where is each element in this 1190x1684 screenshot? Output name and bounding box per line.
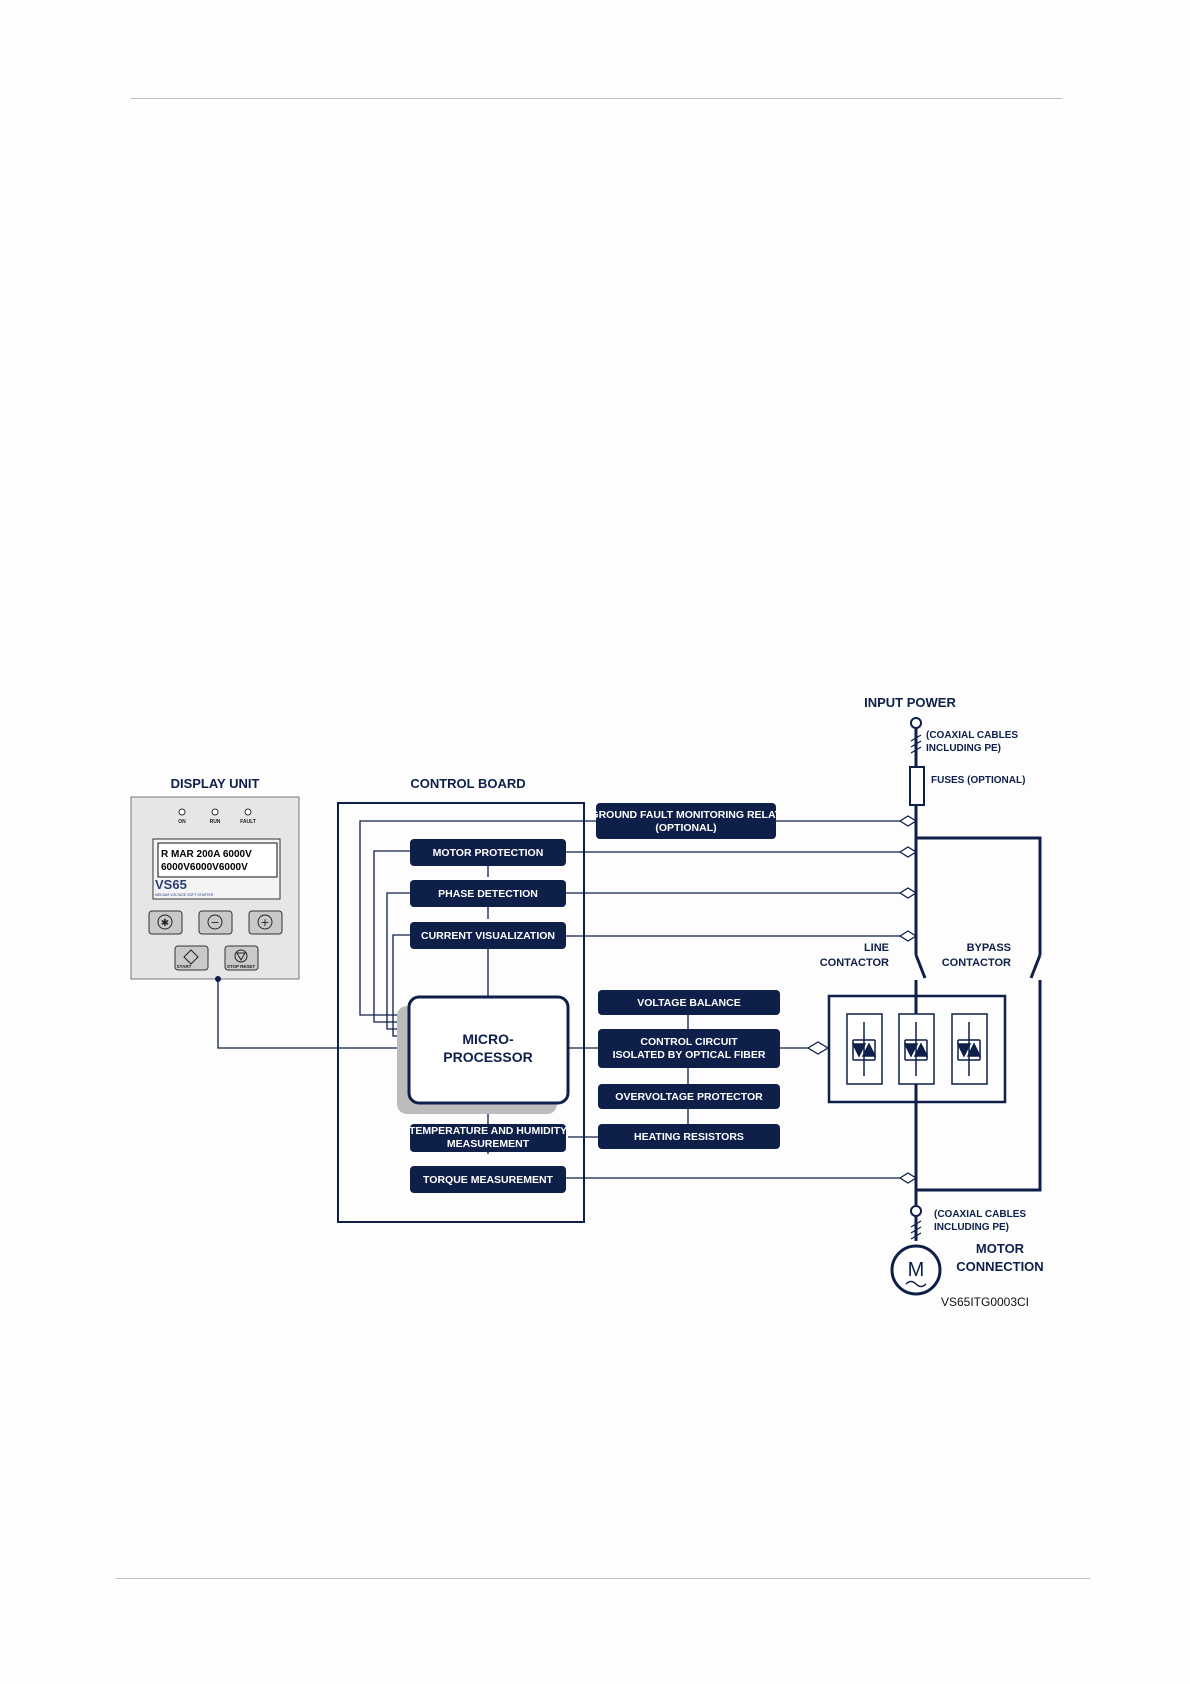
line-contactor-label-1: LINE <box>864 942 889 954</box>
led-row: ON RUN FAULT <box>178 808 256 825</box>
fiber-junction-diamond-icon <box>806 1041 830 1055</box>
microprocessor-label-1: MICRO- <box>462 1031 514 1047</box>
control-board-title: CONTROL BOARD <box>410 776 525 791</box>
motor-connection-label-2: CONNECTION <box>956 1259 1043 1274</box>
fuses-label: FUSES (OPTIONAL) <box>931 775 1025 786</box>
signal-lines <box>215 820 905 1179</box>
thyristor-cells <box>846 1013 988 1085</box>
phase-detection-label: PHASE DETECTION <box>438 888 538 900</box>
overvoltage-protector-block <box>598 1084 780 1109</box>
figure-code: VS65ITG0003CI <box>941 1295 1029 1309</box>
temperature-humidity-block <box>410 1124 566 1152</box>
stop-icon <box>234 949 248 963</box>
coax-bottom-label-1: (COAXIAL CABLES <box>934 1209 1026 1220</box>
menu-key[interactable] <box>148 910 183 935</box>
ground-fault-relay-label-2: (OPTIONAL) <box>655 822 716 834</box>
stop-triangle-icon <box>236 952 246 962</box>
thyristor-module <box>827 994 1007 1104</box>
microprocessor-label-2: PROCESSOR <box>443 1049 532 1065</box>
start-key-label: START <box>177 964 192 969</box>
current-visualization-label: CURRENT VISUALIZATION <box>421 930 555 942</box>
led-run-icon <box>211 808 219 816</box>
input-power-label: INPUT POWER <box>864 695 956 710</box>
line-contactor-switch-icon <box>914 954 927 979</box>
junction-diamond-icon <box>898 1172 918 1184</box>
led-label-run: RUN <box>210 819 221 825</box>
plus-key-glyph: + <box>260 916 269 929</box>
led-label-fault: FAULT <box>240 819 256 825</box>
fuse-icon <box>909 766 925 806</box>
plus-key[interactable] <box>248 910 283 935</box>
plus-icon <box>257 914 273 930</box>
heating-resistors-block <box>598 1124 780 1149</box>
vs65-logo: VS65 <box>155 877 187 892</box>
control-circuit-label-1: CONTROL CIRCUIT <box>640 1036 738 1048</box>
junction-markers <box>806 815 918 1184</box>
footer-rule <box>116 1578 1090 1579</box>
asterisk-icon <box>157 914 173 930</box>
torque-measurement-label: TORQUE MEASUREMENT <box>423 1174 553 1186</box>
motor-connection-label-1: MOTOR <box>976 1241 1025 1256</box>
bypass-contactor-label-1: BYPASS <box>967 942 1011 954</box>
stop-reset-key[interactable] <box>224 945 259 971</box>
header-rule <box>131 98 1062 99</box>
minus-key[interactable] <box>198 910 233 935</box>
junction-diamond-icon <box>898 846 918 858</box>
vs65-logo-subtitle: MEDIUM VOLTAGE SOFT STARTER <box>155 893 214 897</box>
led-fault-icon <box>244 808 252 816</box>
lcd-line-2: 6000V6000V6000V <box>161 862 248 873</box>
coax-bottom-label-2: INCLUDING PE) <box>934 1222 1009 1233</box>
bypass-contactor-label-2: CONTACTOR <box>942 957 1011 969</box>
torque-measurement-block <box>410 1166 566 1193</box>
motor-icon <box>890 1244 942 1296</box>
coax-top-label-2: INCLUDING PE) <box>926 743 1001 754</box>
current-visualization-block <box>410 922 566 949</box>
junction-diamond-icon <box>898 887 918 899</box>
display-unit-title: DISPLAY UNIT <box>171 776 260 791</box>
minus-key-glyph: − <box>210 916 219 929</box>
power-path: M <box>890 717 1042 1296</box>
motor-protection-block <box>410 839 566 866</box>
thyristor-pair-icon <box>851 1022 877 1076</box>
overvoltage-protector-label: OVERVOLTAGE PROTECTOR <box>615 1091 763 1103</box>
output-terminal-icon <box>910 1205 922 1217</box>
bypass-contactor-switch-icon <box>1029 954 1042 979</box>
motor-symbol: M <box>908 1259 925 1281</box>
ground-fault-relay-label-1: GROUND FAULT MONITORING RELAY <box>590 809 781 821</box>
stop-reset-key-label: STOP RESET <box>227 964 256 969</box>
lcd-screen <box>157 842 278 878</box>
thyristor-pair-icon <box>956 1022 982 1076</box>
control-circuit-label-2: ISOLATED BY OPTICAL FIBER <box>613 1049 766 1061</box>
control-board-frame <box>337 802 585 1223</box>
start-icon <box>183 949 199 965</box>
temperature-humidity-label-1: TEMPERATURE AND HUMIDITY <box>409 1125 567 1137</box>
menu-key-glyph: ✱ <box>161 918 169 929</box>
junction-diamond-icon <box>898 815 918 827</box>
thyristor-pair-icon <box>903 1022 929 1076</box>
microprocessor-block <box>407 995 570 1105</box>
start-key[interactable] <box>174 945 209 971</box>
input-terminal-icon <box>910 717 922 729</box>
control-circuit-block <box>598 1029 780 1068</box>
keypad: ✱ − + START STOP RESET <box>148 910 283 971</box>
temperature-humidity-label-2: MEASUREMENT <box>447 1138 530 1150</box>
led-on-icon <box>178 808 186 816</box>
voltage-balance-block <box>598 990 780 1015</box>
phase-detection-block <box>410 880 566 907</box>
led-label-on: ON <box>178 819 186 825</box>
minus-icon <box>207 914 223 930</box>
coax-top-label-1: (COAXIAL CABLES <box>926 730 1018 741</box>
lcd-line-1: R MAR 200A 6000V <box>161 849 252 860</box>
heating-resistors-label: HEATING RESISTORS <box>634 1131 744 1143</box>
line-contactor-label-2: CONTACTOR <box>820 957 889 969</box>
voltage-balance-label: VOLTAGE BALANCE <box>637 997 740 1009</box>
motor-protection-label: MOTOR PROTECTION <box>433 847 544 859</box>
junction-diamond-icon <box>898 930 918 942</box>
ground-fault-relay-block <box>596 803 776 839</box>
